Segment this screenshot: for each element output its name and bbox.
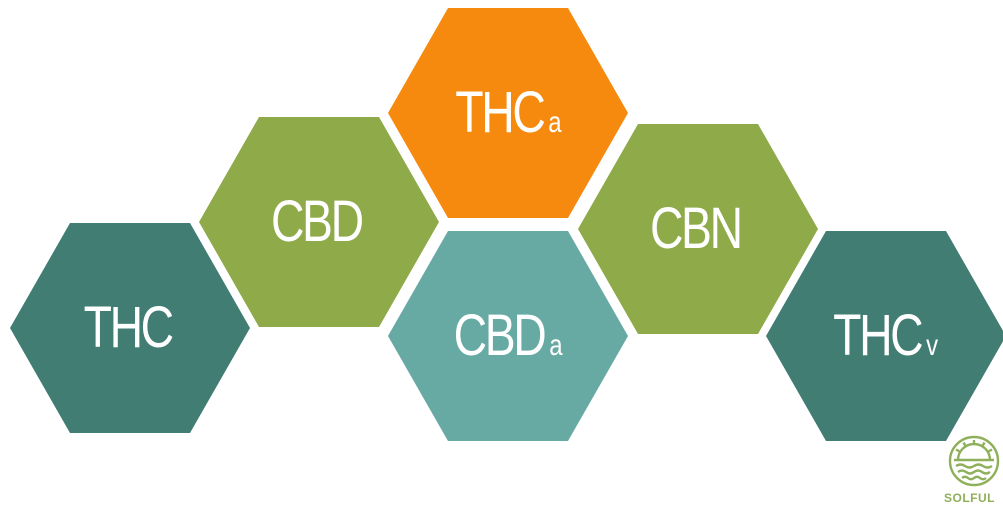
hexagon-main-cbda: CBD — [453, 303, 547, 368]
hexagon-sub-thcv: v — [926, 329, 939, 362]
hexagon-main-cbd: CBD — [271, 189, 364, 254]
logo-wordmark: SOLFUL — [944, 491, 995, 505]
hexagon-label-cbd: CBD — [271, 193, 367, 251]
sun-over-waves-logo-icon — [948, 435, 1000, 487]
hexagon-cbn: CBN — [578, 124, 818, 334]
hexagon-thc: THC — [10, 223, 250, 433]
hexagon-label-cbn: CBN — [650, 200, 746, 258]
hexagon-sub-cbda: a — [549, 329, 563, 362]
hexagon-main-cbn: CBN — [650, 196, 743, 261]
hexagon-main-thca: THC — [454, 80, 546, 145]
hexagon-main-thcv: THC — [833, 303, 925, 368]
hexagon-main-thc: THC — [83, 295, 175, 360]
solful-logo: SOLFUL — [944, 434, 1003, 507]
hexagon-label-thc: THC — [84, 299, 177, 357]
hexagon-cbd: CBD — [199, 117, 439, 327]
hexagon-sub-thca: a — [547, 106, 562, 139]
